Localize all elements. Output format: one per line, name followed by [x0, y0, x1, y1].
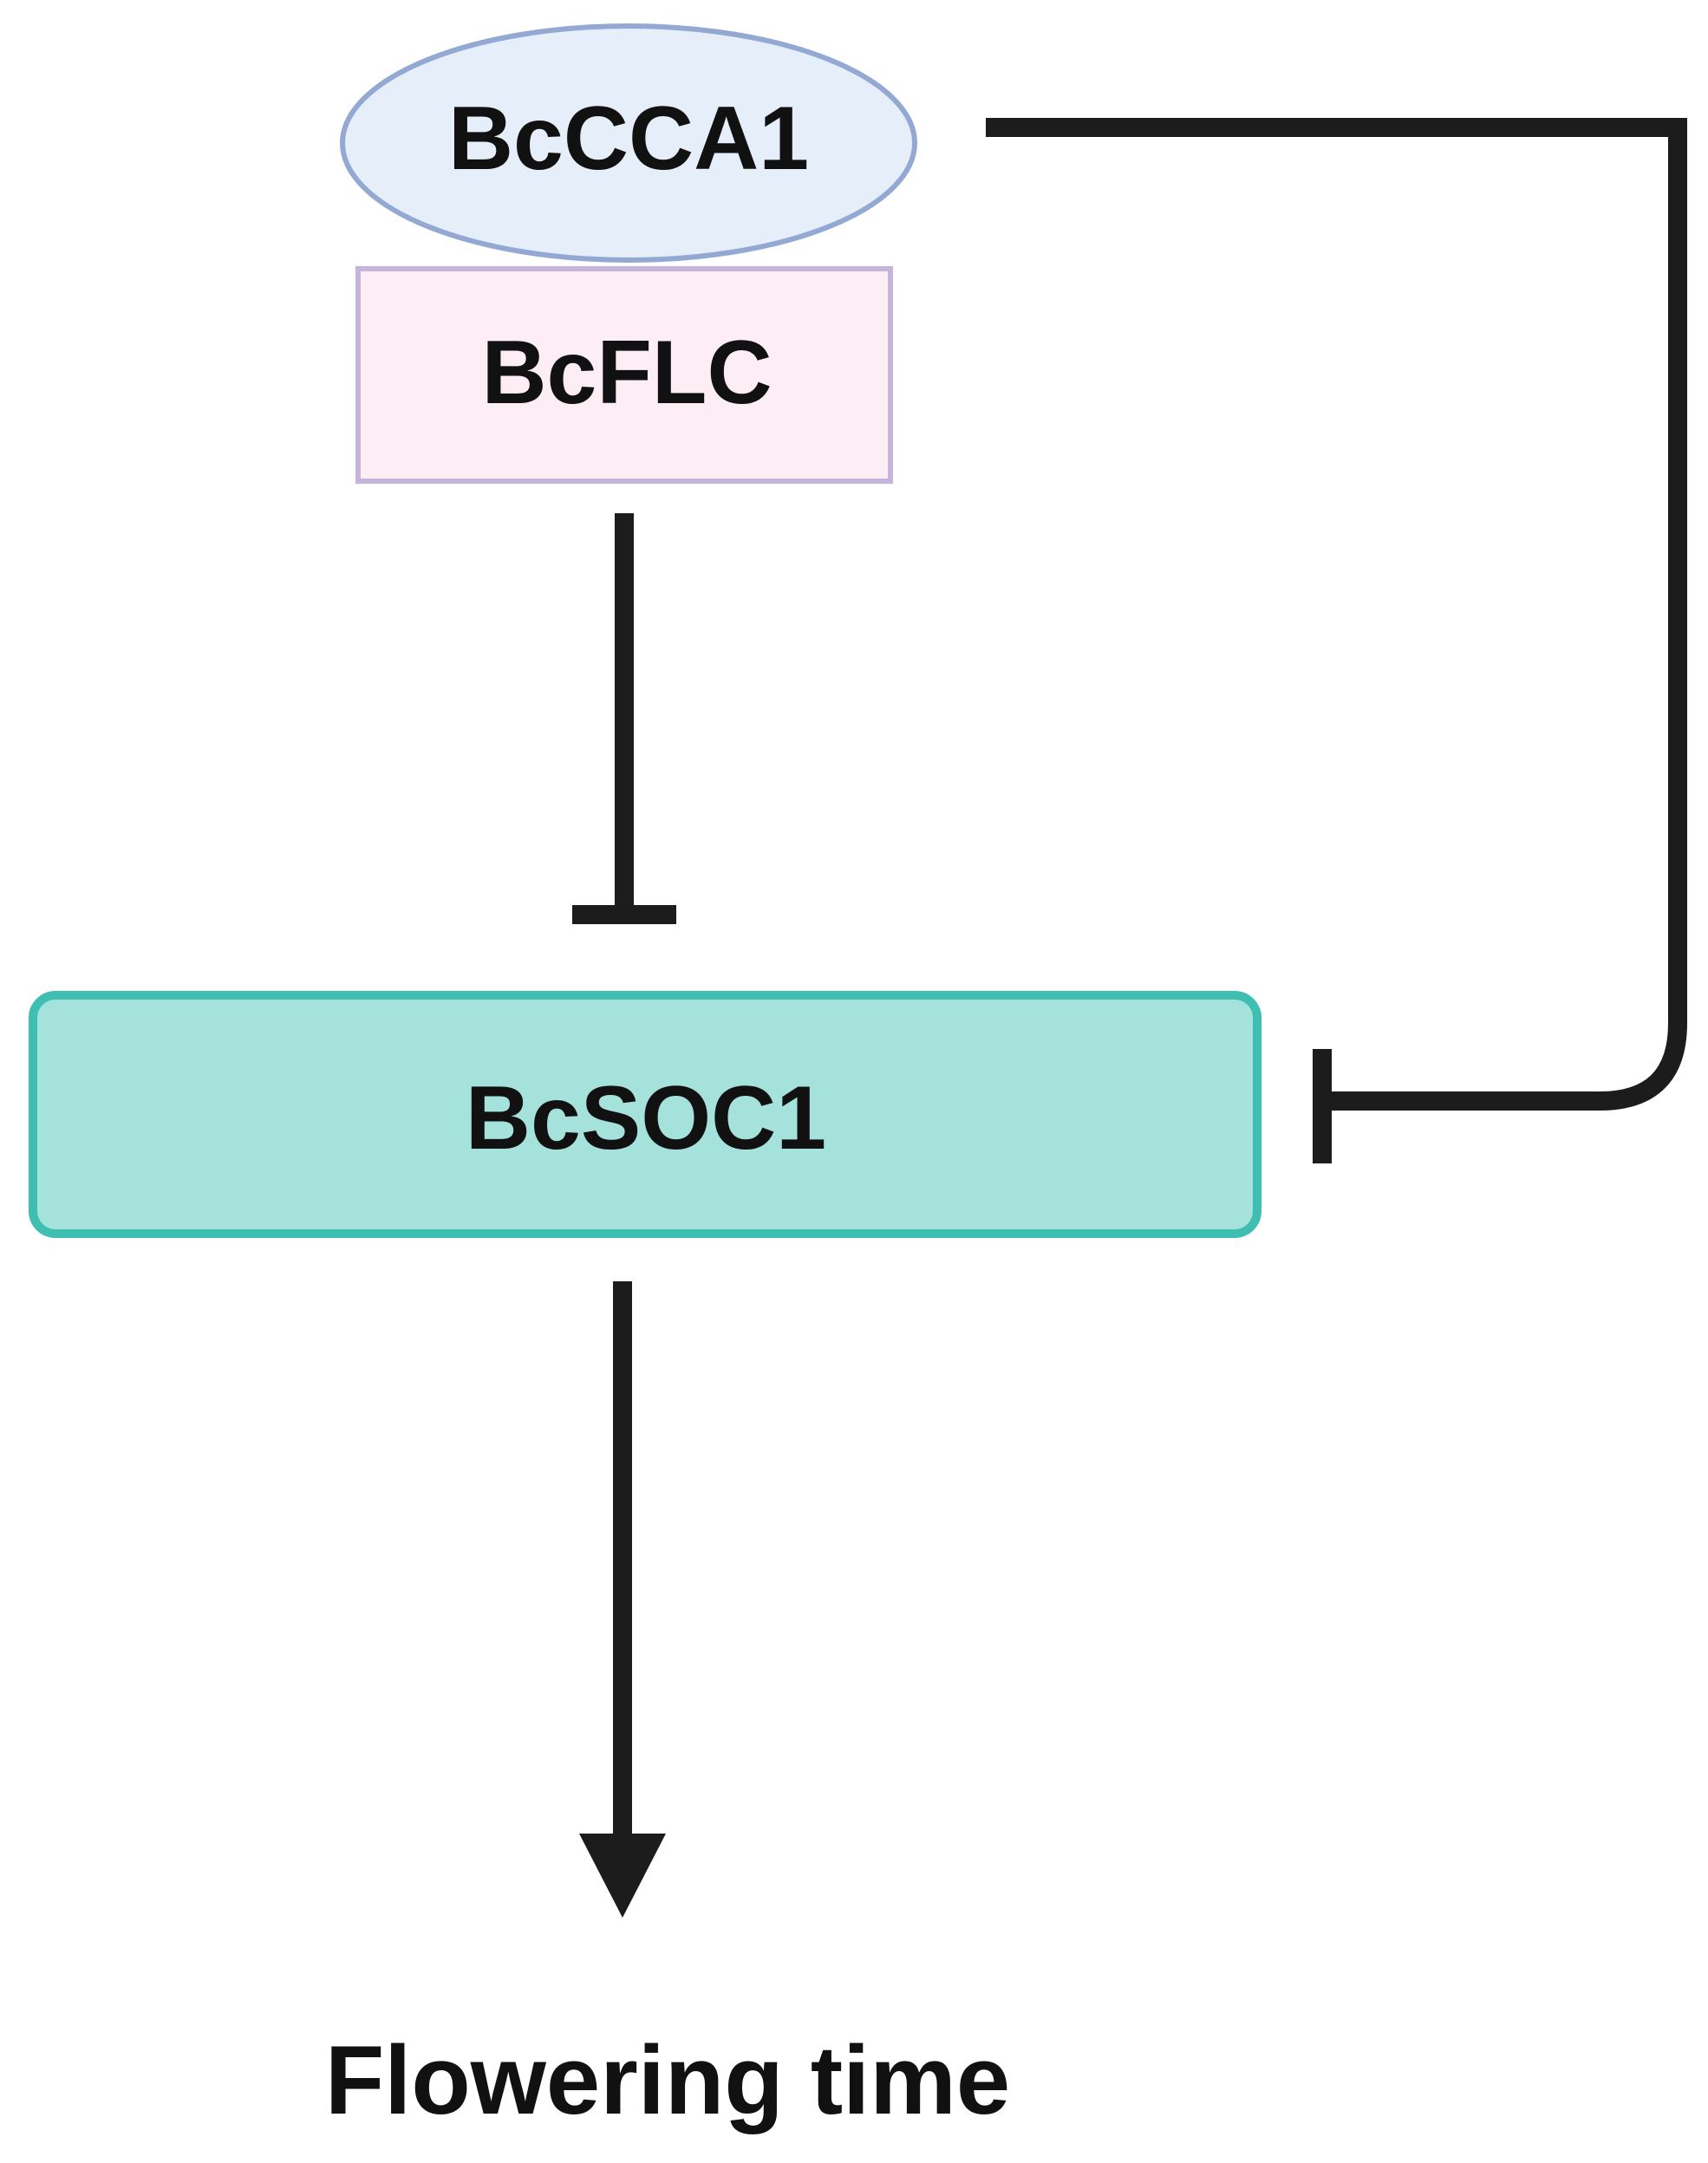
node-bcflc: BcFLC — [355, 266, 893, 484]
flowering-time-label: Flowering time — [325, 2026, 1010, 2134]
bcsoc1-label: BcSOC1 — [466, 1068, 826, 1169]
bcflc-box — [355, 266, 893, 484]
bcflc-label: BcFLC — [481, 322, 772, 423]
activation-arrowhead — [579, 1834, 666, 1918]
bccca1-inhibition-path — [986, 118, 1687, 1111]
node-bcsoc1: BcSOC1 — [29, 991, 1261, 1238]
node-bccca1: BcCCA1 — [340, 23, 917, 263]
edge-bcsoc1-promotes-flowering — [579, 1281, 666, 1918]
bcsoc1-box — [29, 991, 1261, 1238]
bccca1-ellipse — [340, 23, 917, 263]
edge-bcflc-inhibits-bcsoc1 — [572, 513, 676, 924]
bccca1-label: BcCCA1 — [448, 88, 809, 189]
edge-bccca1-inhibits-bcsoc1 — [986, 118, 1687, 1163]
